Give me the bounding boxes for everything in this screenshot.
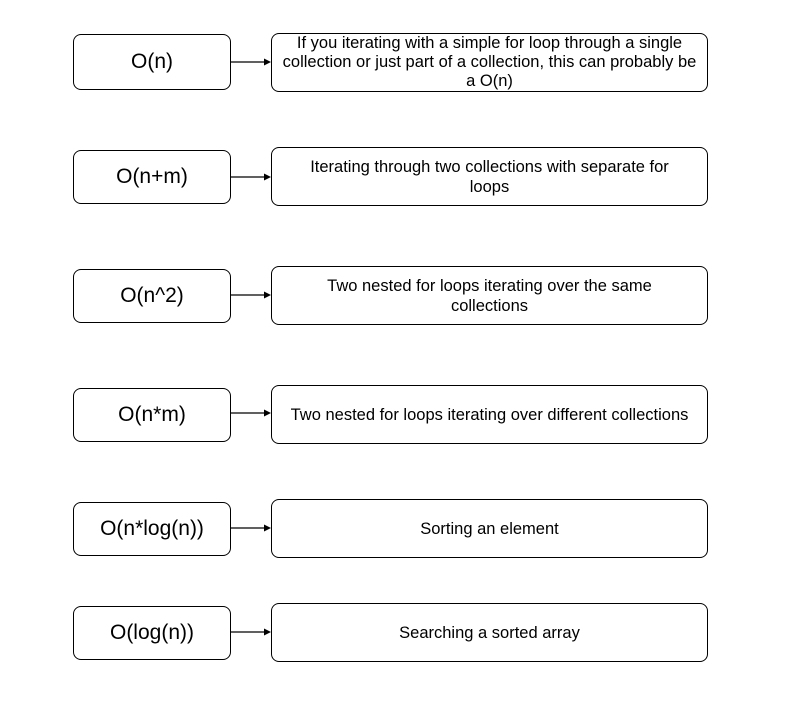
notation-box-o-log-n: O(log(n))	[73, 606, 231, 660]
description-box-o-n-plus-m: Iterating through two collections with s…	[271, 147, 708, 206]
description-box-o-n: If you iterating with a simple for loop …	[271, 33, 708, 92]
notation-label: O(n*log(n))	[100, 517, 204, 540]
description-box-o-n-times-m: Two nested for loops iterating over diff…	[271, 385, 708, 444]
description-text: Two nested for loops iterating over diff…	[290, 405, 689, 424]
notation-box-o-n-plus-m: O(n+m)	[73, 150, 231, 204]
connector-arrow	[231, 409, 271, 417]
connector-arrow	[231, 173, 271, 181]
description-text: Sorting an element	[420, 519, 559, 538]
description-text: Iterating through two collections with s…	[310, 157, 669, 196]
notation-box-o-n: O(n)	[73, 34, 231, 90]
description-box-o-log-n: Searching a sorted array	[271, 603, 708, 662]
connector-arrow	[231, 524, 271, 532]
description-box-o-n-squared: Two nested for loops iterating over the …	[271, 266, 708, 325]
connector-arrow	[231, 628, 271, 636]
notation-label: O(n*m)	[118, 403, 186, 426]
description-box-o-n-log-n: Sorting an element	[271, 499, 708, 558]
description-text: Two nested for loops iterating over the …	[327, 276, 652, 315]
notation-box-o-n-squared: O(n^2)	[73, 269, 231, 323]
connector-arrow	[231, 58, 271, 66]
notation-box-o-n-times-m: O(n*m)	[73, 388, 231, 442]
notation-label: O(n+m)	[116, 165, 188, 188]
description-text: If you iterating with a simple for loop …	[282, 34, 697, 90]
notation-label: O(n^2)	[120, 284, 184, 307]
notation-label: O(n)	[131, 50, 173, 73]
connector-arrow	[231, 291, 271, 299]
notation-label: O(log(n))	[109, 621, 194, 644]
notation-box-o-n-log-n: O(n*log(n))	[73, 502, 231, 556]
description-text: Searching a sorted array	[399, 623, 580, 642]
